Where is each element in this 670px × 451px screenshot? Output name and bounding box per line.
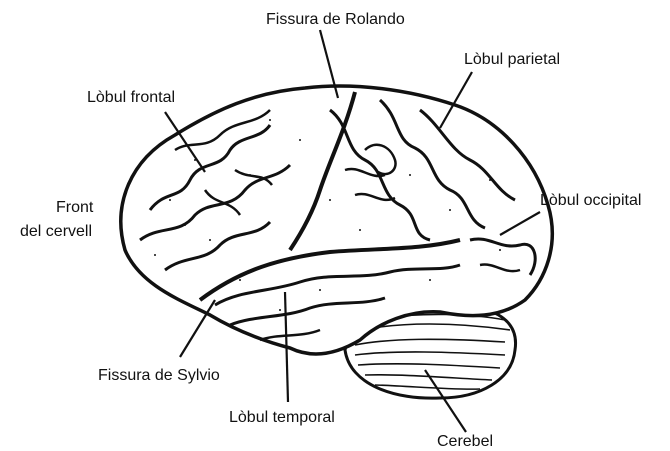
label-rolando-fissure: Fissura de Rolando [266,10,405,29]
label-temporal-lobe: Lòbul temporal [229,408,335,427]
label-frontal-lobe: Lòbul frontal [87,88,175,107]
label-parietal-lobe: Lòbul parietal [464,50,560,69]
label-front-line2: del cervell [20,222,92,241]
cerebrum-drawing [121,86,552,354]
label-occipital-lobe: Lòbul occipital [540,191,641,210]
label-cerebellum: Cerebel [437,432,493,451]
label-front-line1: Front [56,198,93,217]
label-sylvian-fissure: Fissura de Sylvio [98,366,220,385]
